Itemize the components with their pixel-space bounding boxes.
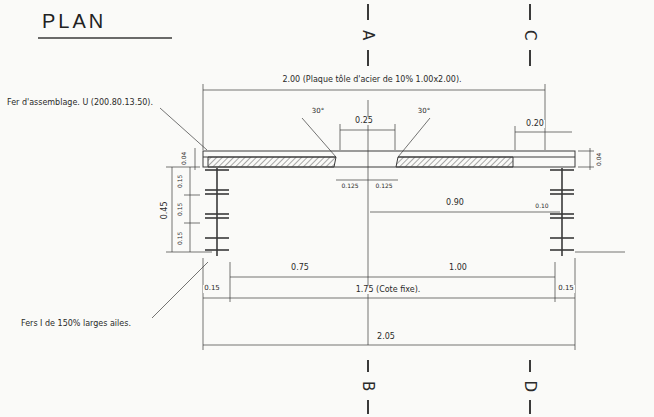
dimension-text: 0.45 bbox=[161, 200, 170, 220]
section-letter: B bbox=[360, 380, 377, 392]
dimension-lines bbox=[152, 84, 625, 350]
part-note: Fer d'assemblage. U (200.80.13.50). bbox=[6, 99, 154, 108]
dimension-text: 0.20 bbox=[525, 120, 545, 129]
dimension-text: 2.00 (Plaque tôle d'acier de 10% 1.00x2.… bbox=[281, 76, 462, 85]
section-letter: C bbox=[522, 29, 539, 41]
i-beams bbox=[205, 168, 574, 256]
dimension-text: 0.15 bbox=[178, 201, 185, 216]
section-marks bbox=[368, 4, 530, 414]
angle-text: 30° bbox=[311, 108, 325, 116]
part-note: Fers I de 150% larges ailes. bbox=[20, 320, 132, 329]
dimension-text: 0.15 bbox=[557, 285, 575, 293]
dimension-text: 2.05 bbox=[376, 333, 396, 342]
dimension-text: 0.90 bbox=[445, 199, 465, 208]
dimension-text: 0.25 bbox=[354, 117, 374, 126]
title-underline bbox=[38, 37, 172, 39]
dimension-text: 0.04 bbox=[597, 151, 604, 166]
dimension-text: 0.15 bbox=[178, 173, 185, 188]
dimension-text: 0.125 bbox=[374, 183, 393, 190]
steel-plate bbox=[203, 151, 575, 167]
dimension-text: 0.125 bbox=[340, 183, 359, 190]
dimension-text: 0.15 bbox=[203, 285, 221, 293]
section-letter: D bbox=[522, 379, 539, 393]
dimension-text: 1.00 bbox=[448, 264, 468, 273]
dimension-text: 0.04 bbox=[182, 150, 189, 165]
dimension-text: 0.75 bbox=[290, 264, 310, 273]
section-letter: A bbox=[360, 29, 377, 41]
dimension-text: 1.75 (Cote fixe). bbox=[355, 286, 422, 295]
dimension-text: 0.10 bbox=[534, 203, 549, 210]
angle-text: 30° bbox=[417, 108, 431, 116]
drawing-title: PLAN bbox=[40, 10, 108, 32]
dimension-text: 0.15 bbox=[178, 230, 185, 245]
